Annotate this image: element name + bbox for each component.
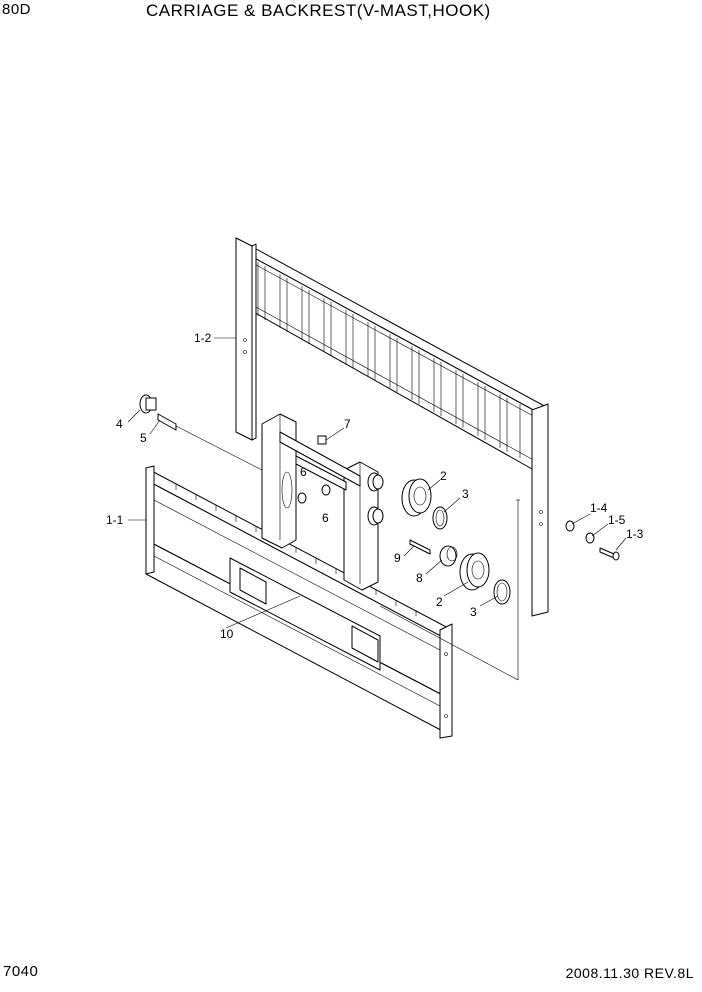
backrest-bars xyxy=(257,262,521,458)
callout-2-lower: 2 xyxy=(436,595,443,609)
spacer xyxy=(439,545,458,567)
carriage-frame xyxy=(145,465,453,739)
bolt-7 xyxy=(317,435,327,445)
callout-1-5: 1-5 xyxy=(608,513,626,527)
assembly-lines xyxy=(127,337,627,681)
callout-3-lower: 3 xyxy=(470,605,477,619)
callout-1-1: 1-1 xyxy=(106,513,124,527)
callout-6-right: 6 xyxy=(322,511,329,525)
callout-7: 7 xyxy=(344,417,351,431)
callout-5: 5 xyxy=(140,431,147,445)
upper-roller-stud xyxy=(367,472,384,492)
bearing-lower xyxy=(459,552,490,591)
callout-2-upper: 2 xyxy=(440,469,447,483)
stopper-4 xyxy=(139,394,157,414)
callout-10: 10 xyxy=(220,627,234,641)
washer-1-4 xyxy=(565,520,575,532)
callout-4: 4 xyxy=(116,417,123,431)
callout-3-upper: 3 xyxy=(462,487,469,501)
mast-plates xyxy=(261,413,379,591)
pin-9 xyxy=(409,539,431,555)
washer-1-5 xyxy=(585,532,595,544)
callout-9: 9 xyxy=(394,551,401,565)
lower-roller-stud xyxy=(367,506,384,526)
pin-6-right xyxy=(321,484,331,496)
model-code: 80D xyxy=(2,1,32,18)
callout-6-left: 6 xyxy=(300,465,307,479)
callout-8: 8 xyxy=(416,571,423,585)
callout-1-3: 1-3 xyxy=(626,527,644,541)
callout-1-4: 1-4 xyxy=(590,501,608,515)
backrest xyxy=(235,237,549,617)
page-number: 7040 xyxy=(3,963,39,980)
snap-ring-lower xyxy=(493,579,511,605)
pin-6-left xyxy=(297,492,307,504)
callout-1-2: 1-2 xyxy=(194,331,212,345)
bearing-upper xyxy=(401,478,432,517)
date-revision: 2008.11.30 REV.8L xyxy=(565,965,694,981)
page-title: CARRIAGE & BACKREST(V-MAST,HOOK) xyxy=(146,1,491,20)
snap-ring-upper xyxy=(432,506,448,530)
bolt-1-3 xyxy=(599,547,620,561)
callout-labels: 1-2 1-1 1-3 1-4 1-5 2 2 3 3 4 5 6 6 7 8 … xyxy=(106,331,644,641)
stud-5 xyxy=(157,413,177,431)
